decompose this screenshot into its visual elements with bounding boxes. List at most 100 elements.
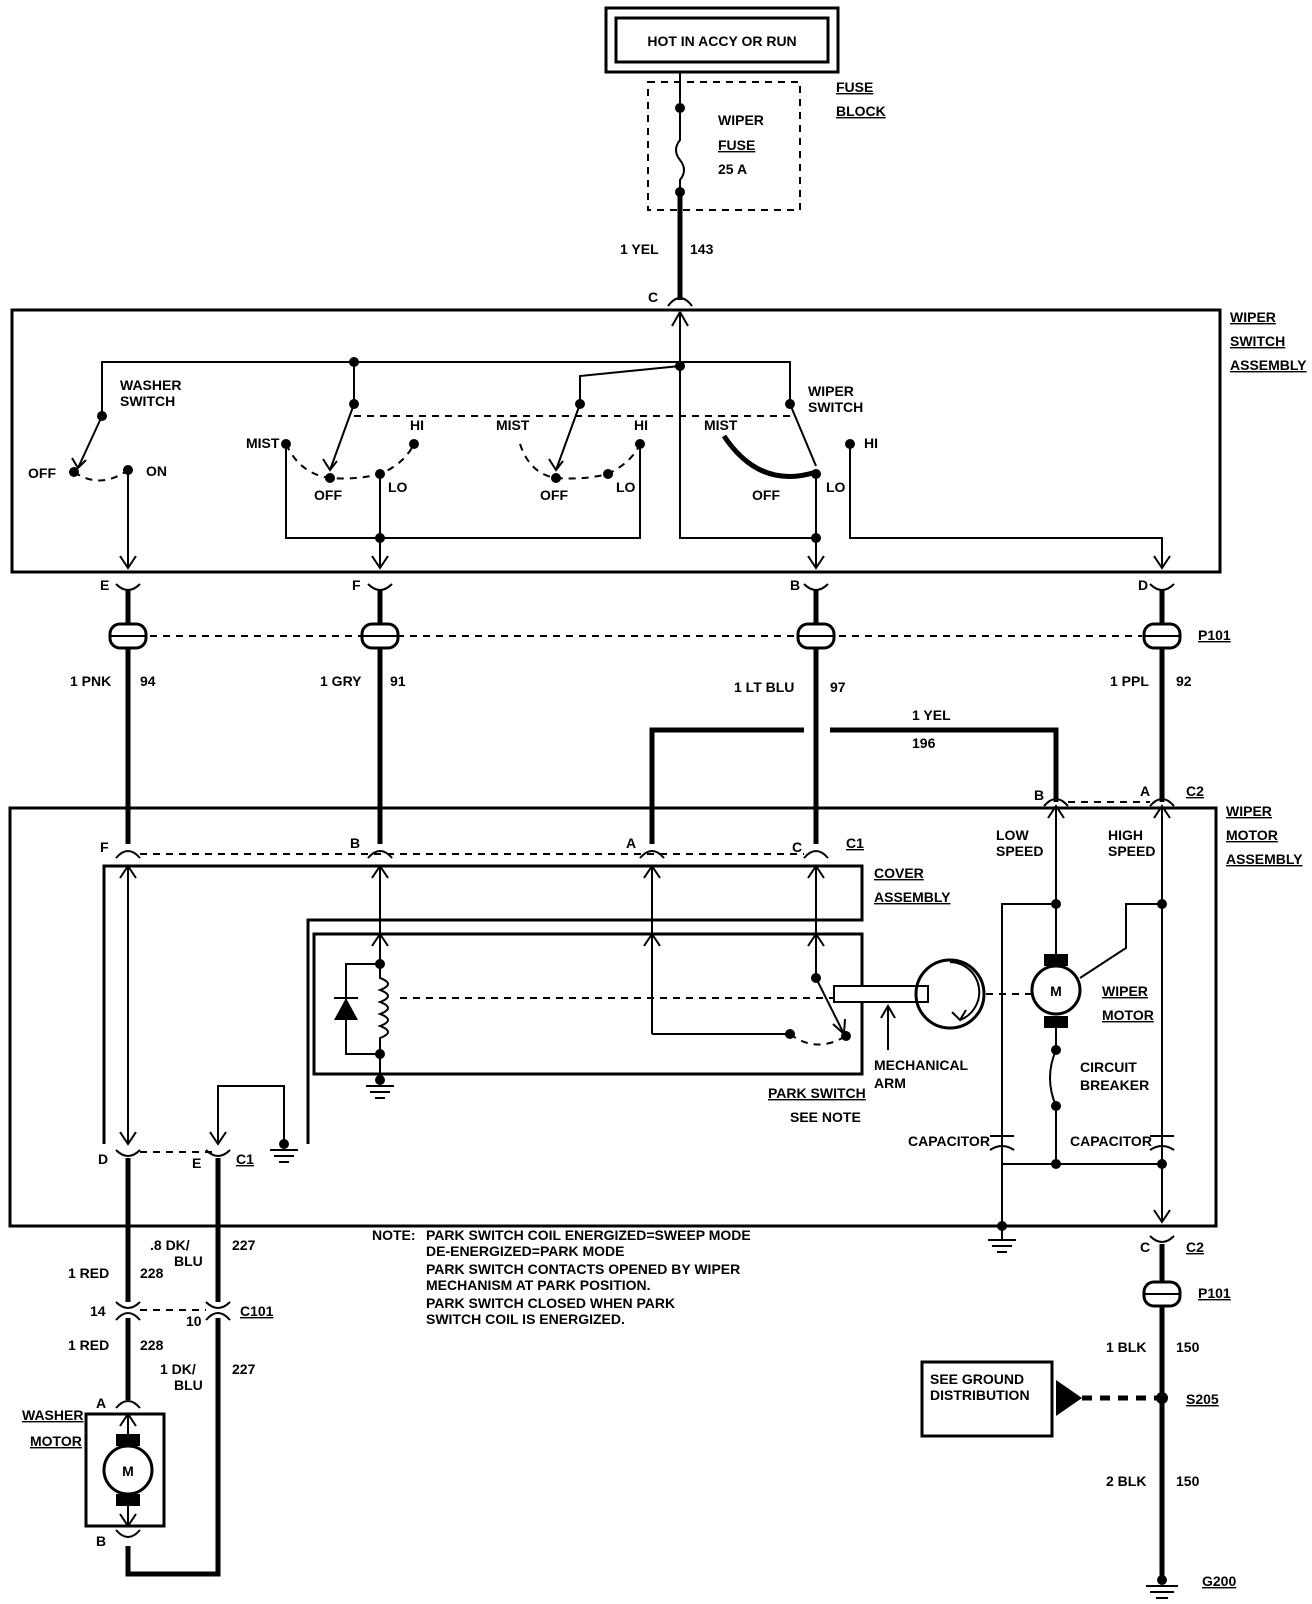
section3-blade	[789, 403, 817, 467]
connector-e	[115, 583, 141, 591]
section1-travel	[285, 443, 415, 480]
wire-196-circuit: 196	[912, 735, 936, 751]
washer-off-label: OFF	[28, 465, 56, 481]
fuse-label-2: FUSE	[718, 137, 755, 153]
section3-lo-label: LO	[826, 479, 846, 495]
section2-travel	[519, 443, 641, 480]
wire-196-gauge: 1 YEL	[912, 707, 951, 723]
switch-assembly-label-3: ASSEMBLY	[1230, 357, 1307, 373]
fuse-rating: 25 A	[718, 161, 747, 177]
section3-off-label: OFF	[752, 487, 780, 503]
wire-97-circuit: 97	[830, 679, 846, 695]
switch-pin-e: E	[100, 577, 109, 593]
p101-label-top: P101	[1198, 627, 1231, 643]
e-ground-loop	[217, 1085, 285, 1144]
motor-assembly-label-3: ASSEMBLY	[1226, 851, 1303, 867]
motor-assembly-label-1: WIPER	[1226, 803, 1272, 819]
c2-connector-a	[1149, 798, 1175, 807]
low-cap-lead	[1001, 903, 1056, 1222]
connector-b	[803, 583, 829, 591]
power-source-label: HOT IN ACCY OR RUN	[647, 33, 796, 49]
e-arrow	[209, 1131, 227, 1146]
section3-mist-label: MIST	[704, 417, 738, 433]
wire-227-lower-gauge-2: BLU	[174, 1377, 203, 1393]
ground-distribution-box	[920, 1360, 1054, 1438]
c2-pin-b: B	[1034, 787, 1044, 803]
wire-94-gauge: 1 PNK	[70, 673, 111, 689]
note-head: NOTE:	[372, 1227, 416, 1243]
capacitor-low	[989, 1135, 1015, 1151]
wire-196-right	[830, 727, 1059, 802]
washer-motor-label-2: MOTOR	[30, 1433, 82, 1449]
wire-227-lower-circuit: 227	[232, 1361, 256, 1377]
c101-connector-14-a	[115, 1301, 141, 1309]
wire-97-gauge: 1 LT BLU	[734, 679, 794, 695]
section3-junction	[811, 533, 821, 543]
hi-out-arrow	[1153, 555, 1171, 570]
wiper-switch-label-2: SWITCH	[808, 399, 863, 415]
washer-motor-box	[84, 1412, 166, 1528]
section1-mist-label: MIST	[246, 435, 280, 451]
park-switch-label: PARK SWITCH	[768, 1085, 866, 1101]
wire-228-lower-gauge: 1 RED	[68, 1337, 109, 1353]
wire-91-circuit: 91	[390, 673, 406, 689]
c1-pin-f: F	[100, 839, 109, 855]
wire-143-circuit: 143	[690, 241, 714, 257]
hi-lead	[849, 444, 1163, 568]
section3-mist-bar	[721, 434, 817, 479]
connector-c-top	[667, 297, 693, 307]
capacitor-low-label: CAPACITOR	[908, 1133, 990, 1149]
park-switch-box	[312, 932, 864, 1076]
circuit-breaker-symbol	[1049, 1049, 1057, 1107]
c101-connector-14-b	[115, 1312, 141, 1321]
switch-pin-b: B	[790, 577, 800, 593]
cover-ground-icon	[270, 1149, 298, 1163]
washer-travel	[73, 469, 129, 482]
wiper-motor-label-2: MOTOR	[1102, 1007, 1154, 1023]
c2-label-bottom: C2	[1186, 1239, 1204, 1255]
lead-b-arrows	[371, 864, 389, 947]
cam-rotation-arrow	[951, 1009, 967, 1022]
washer-on-label: ON	[146, 463, 167, 479]
washer-motor-arrows	[119, 1412, 137, 1528]
ground-reference-arrow	[1056, 1380, 1082, 1416]
circuit-breaker-label-1: CIRCUIT	[1080, 1059, 1137, 1075]
fuse-label-1: WIPER	[718, 112, 764, 128]
c101-pin-10: 10	[186, 1313, 202, 1329]
motor-ground-icon	[988, 1239, 1016, 1253]
section2-mist-label: MIST	[496, 417, 530, 433]
p101-connector-91	[360, 622, 400, 650]
switch-pin-f: F	[352, 577, 361, 593]
s205-label: S205	[1186, 1391, 1219, 1407]
feed-leg-3	[579, 365, 681, 404]
section3-out-arrow	[807, 555, 825, 570]
lead-a-arrows	[643, 864, 661, 947]
c1-connector-a	[639, 850, 665, 859]
note-line-3: PARK SWITCH CONTACTS OPENED BY WIPER	[426, 1261, 740, 1277]
section2-blade	[555, 403, 581, 471]
c1-connector-b	[367, 850, 393, 859]
motor-assembly-label-2: MOTOR	[1226, 827, 1278, 843]
wire-227-upper-circuit: 227	[232, 1237, 256, 1253]
section1-blade-arrow	[322, 458, 338, 472]
motor-brush-top	[1044, 954, 1068, 966]
section1-out-arrow	[371, 555, 389, 570]
c101-pin-14: 14	[90, 1303, 106, 1319]
c101-connector-10-a	[205, 1301, 231, 1309]
washer-motor-pin-b: B	[96, 1533, 106, 1549]
fuse-element	[675, 108, 685, 192]
wiper-motor-m: M	[1050, 983, 1062, 999]
c101-label: C101	[240, 1303, 274, 1319]
fuse-block-label-2: BLOCK	[836, 103, 886, 119]
feed-arrow	[671, 311, 689, 327]
switch-assembly-label-2: SWITCH	[1230, 333, 1285, 349]
wire-143-gauge: 1 YEL	[620, 241, 659, 257]
washer-blade-arrow	[71, 457, 87, 470]
c2-connector-c	[1149, 1235, 1175, 1243]
washer-brush-top	[116, 1434, 140, 1446]
c1-label-top: C1	[846, 835, 864, 851]
wire-94-circuit: 94	[140, 673, 156, 689]
p101-connector-97	[796, 622, 836, 650]
wiper-switch-assembly-box	[10, 308, 1222, 574]
park-travel	[789, 1033, 847, 1046]
